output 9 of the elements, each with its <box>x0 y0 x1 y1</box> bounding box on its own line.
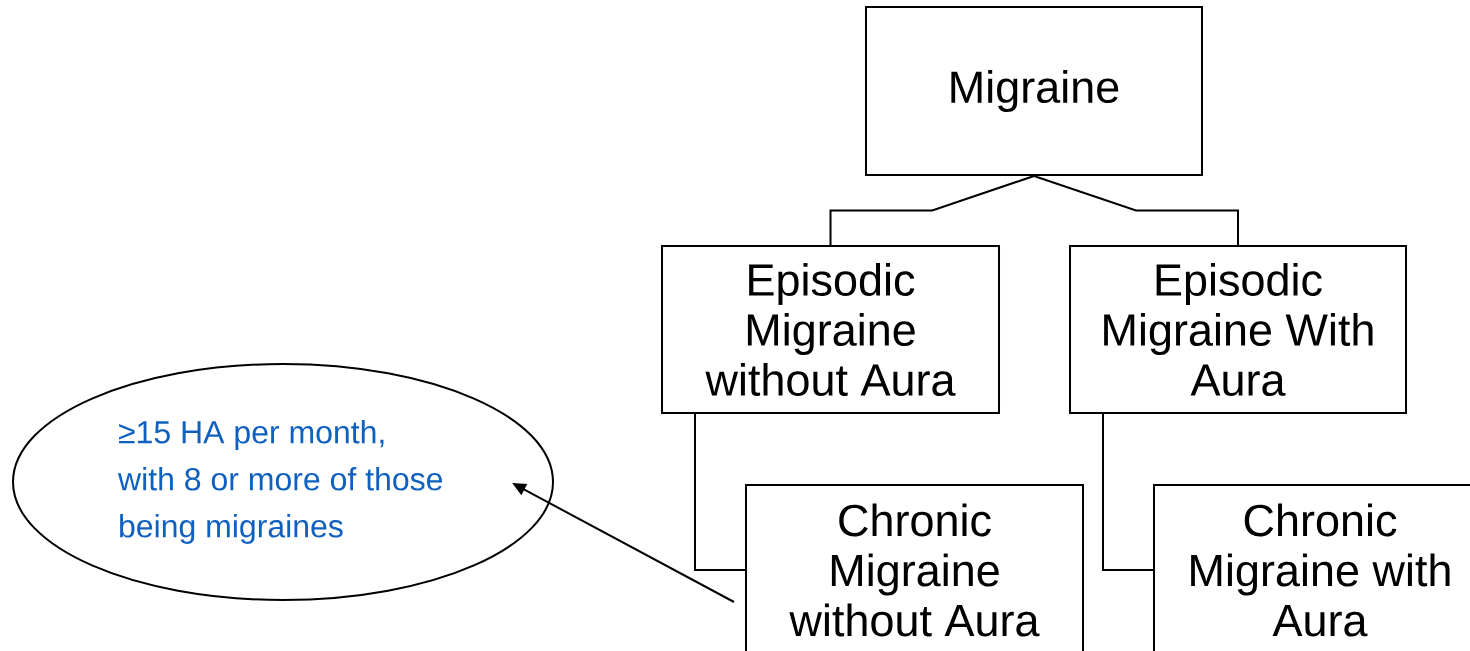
connector <box>1102 413 1154 571</box>
connector <box>694 413 746 571</box>
category-box: Chronic Migraine without Aura <box>745 484 1084 651</box>
connector <box>829 175 1035 246</box>
connector <box>1033 175 1239 246</box>
category-box: Episodic Migraine without Aura <box>661 245 1000 414</box>
category-box: Migraine <box>865 6 1203 176</box>
category-box: Chronic Migraine with Aura <box>1153 484 1470 651</box>
category-box: Episodic Migraine With Aura <box>1069 245 1407 414</box>
